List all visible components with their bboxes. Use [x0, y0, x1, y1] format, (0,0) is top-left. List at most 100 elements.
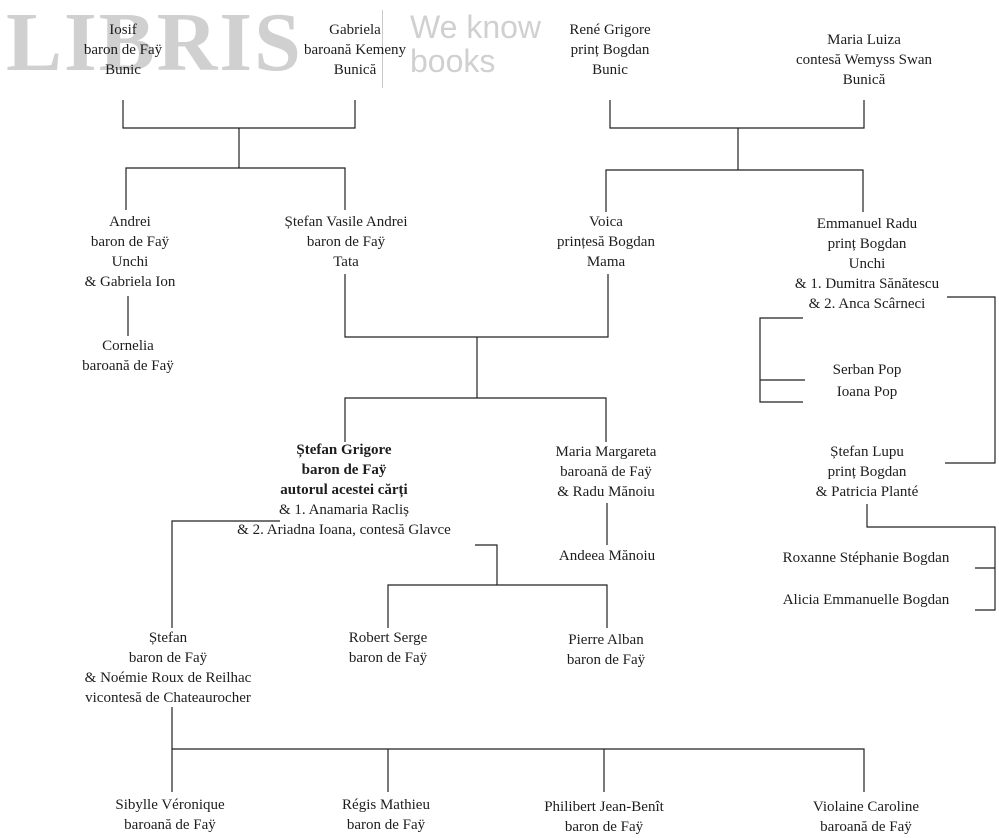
- title: baroană de Faÿ: [820, 819, 912, 835]
- title: baroană Kemeny: [303, 42, 407, 58]
- person-violaine-caroline: Violaine Caroline baroană de Faÿ: [813, 797, 919, 837]
- name: Serban Pop: [832, 362, 902, 378]
- title: prinț Bogdan: [827, 236, 907, 252]
- title: baron de Faÿ: [564, 819, 644, 835]
- watermark-divider: [382, 10, 383, 88]
- person-regis-mathieu: Régis Mathieu baron de Faÿ: [342, 795, 430, 835]
- connector-lupu-children: [866, 504, 996, 611]
- title: baron de Faÿ: [90, 234, 170, 250]
- title: baron de Faÿ: [346, 817, 426, 833]
- name: Sibylle Véronique: [115, 797, 225, 813]
- name: Philibert Jean-Benît: [544, 799, 664, 815]
- person-robert-serge: Robert Serge baron de Faÿ: [349, 628, 427, 668]
- connector-faÿ-grandparents: [122, 100, 356, 129]
- person-stefan-vasile-andrei: Ștefan Vasile Andrei baron de Faÿ Tata: [284, 212, 407, 272]
- connector-first-marriage: [171, 520, 280, 628]
- name: Violaine Caroline: [812, 799, 920, 815]
- person-ioana-pop: Ioana Pop: [837, 382, 897, 402]
- spouse: & Patricia Planté: [815, 484, 919, 500]
- spouse-1: & 1. Anamaria Racliș: [279, 502, 409, 518]
- name: Roxanne Stéphanie Bogdan: [782, 550, 950, 566]
- title: prinț Bogdan: [827, 464, 907, 480]
- person-stefan-grigore: Ștefan Grigore baron de Faÿ autorul aces…: [237, 440, 451, 540]
- person-stefan: Ștefan baron de Faÿ & Noémie Roux de Rei…: [85, 628, 252, 708]
- title: baron de Faÿ: [83, 42, 163, 58]
- title: baroană de Faÿ: [82, 358, 174, 374]
- relation: Bunic: [592, 62, 628, 78]
- watermark-line-2: books: [410, 43, 496, 79]
- connector-emmanuel-bracket: [945, 296, 996, 464]
- name: Ștefan Lupu: [830, 444, 904, 460]
- title: baron de Faÿ: [566, 652, 646, 668]
- person-voica: Voica prințesă Bogdan Mama: [557, 212, 655, 272]
- libris-watermark-slogan: We know books: [410, 10, 541, 78]
- person-emmanuel-radu: Emmanuel Radu prinț Bogdan Unchi & 1. Du…: [795, 214, 939, 314]
- person-stefan-lupu: Ștefan Lupu prinț Bogdan & Patricia Plan…: [816, 442, 918, 502]
- name: Alicia Emmanuelle Bogdan: [782, 592, 950, 608]
- person-roxanne-stephanie: Roxanne Stéphanie Bogdan: [783, 548, 950, 568]
- spouse-title: vicontesă de Chateaurocher: [85, 690, 251, 706]
- person-pierre-alban: Pierre Alban baron de Faÿ: [567, 630, 645, 670]
- name: Andeea Mănoiu: [558, 548, 656, 564]
- name: Emmanuel Radu: [816, 216, 918, 232]
- person-sibylle-veronique: Sibylle Véronique baroană de Faÿ: [115, 795, 224, 835]
- name: René Grigore: [569, 22, 651, 38]
- relation: Bunică: [842, 72, 886, 88]
- connector-bogdan-grandparents: [609, 100, 865, 129]
- connector-parents-marriage: [344, 274, 609, 338]
- connector-faÿ-children: [125, 167, 346, 210]
- connector-second-marriage: [475, 544, 498, 585]
- relation: Unchi: [111, 254, 149, 270]
- title: prințesă Bogdan: [557, 234, 655, 250]
- person-rene-grigore: René Grigore prinț Bogdan Bunic: [569, 20, 650, 80]
- title: baron de Faÿ: [306, 234, 386, 250]
- name: Andrei: [109, 214, 151, 230]
- name: Iosif: [109, 22, 137, 38]
- relation: Mama: [586, 254, 626, 270]
- relation: Bunic: [105, 62, 141, 78]
- connector-emmanuel-pop: [759, 317, 803, 403]
- connector-stefan-children-bar: [172, 748, 865, 792]
- person-gabriela: Gabriela baroană Kemeny Bunică: [304, 20, 406, 80]
- title: baron de Faÿ: [128, 650, 208, 666]
- name: Ioana Pop: [836, 384, 898, 400]
- spouse: & Radu Mănoiu: [557, 484, 655, 500]
- connector-second-children: [387, 584, 608, 628]
- spouse-2: & 2. Anca Scârneci: [808, 296, 926, 312]
- name: Régis Mathieu: [342, 797, 430, 813]
- watermark-logo-text: LIBRIS: [6, 0, 303, 89]
- libris-watermark-logo: LIBRIS: [6, 0, 303, 91]
- title: contesă Wemyss Swan: [796, 52, 932, 68]
- title: baron de Faÿ: [348, 650, 428, 666]
- name: Gabriela: [329, 22, 381, 38]
- person-cornelia: Cornelia baroană de Faÿ: [82, 336, 174, 376]
- name: Ștefan: [148, 630, 188, 646]
- name: Robert Serge: [348, 630, 428, 646]
- person-serban-pop: Serban Pop: [833, 360, 902, 380]
- connector-bogdan-children: [605, 169, 864, 212]
- spouse-2: & 2. Ariadna Ioana, contesă Glavce: [237, 522, 451, 538]
- title: baron de Faÿ: [301, 462, 387, 478]
- person-andrei: Andrei baron de Faÿ Unchi & Gabriela Ion: [85, 212, 176, 292]
- name: Voica: [589, 214, 623, 230]
- author-note: autorul acestei cărți: [280, 482, 408, 498]
- title: baroană de Faÿ: [124, 817, 216, 833]
- title: baroană de Faÿ: [560, 464, 652, 480]
- name: Pierre Alban: [568, 632, 644, 648]
- name: Ștefan Vasile Andrei: [284, 214, 408, 230]
- spouse-1: & 1. Dumitra Sănătescu: [794, 276, 940, 292]
- watermark-line-1: We know: [410, 9, 542, 45]
- spouse: & Gabriela Ion: [84, 274, 176, 290]
- person-iosif: Iosif baron de Faÿ Bunic: [84, 20, 162, 80]
- name: Maria Luiza: [827, 32, 901, 48]
- name: Cornelia: [102, 338, 154, 354]
- connector-parents-children: [344, 397, 607, 442]
- title: prinț Bogdan: [570, 42, 650, 58]
- person-maria-margareta: Maria Margareta baroană de Faÿ & Radu Mă…: [556, 442, 657, 502]
- person-philibert-jean-benit: Philibert Jean-Benît baron de Faÿ: [544, 797, 664, 837]
- name: Maria Margareta: [555, 444, 657, 460]
- person-alicia-emmanuelle: Alicia Emmanuelle Bogdan: [783, 590, 950, 610]
- spouse: & Noémie Roux de Reilhac: [84, 670, 252, 686]
- person-maria-luiza: Maria Luiza contesă Wemyss Swan Bunică: [796, 30, 932, 90]
